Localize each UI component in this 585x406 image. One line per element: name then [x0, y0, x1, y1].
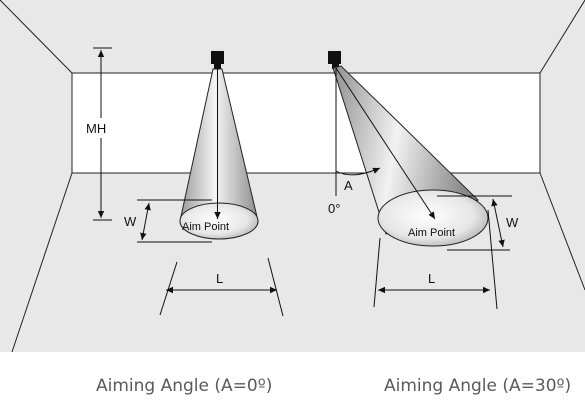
l-right-ext-2 — [487, 209, 498, 310]
angle-arc — [335, 167, 381, 176]
fixture-right — [328, 51, 341, 64]
caption-left: Aiming Angle (A=0º) — [96, 376, 273, 396]
mh-label-bg — [84, 118, 116, 138]
w-right-label: W — [506, 215, 519, 230]
w-right-dimension-line — [491, 198, 505, 248]
l-right-label: L — [428, 271, 435, 286]
floor-edge-left — [11, 172, 73, 353]
ceiling-edge-left — [0, 0, 73, 74]
mh-label: MH — [86, 121, 106, 136]
fixture-right-neck — [332, 63, 339, 69]
floor-edge-right — [539, 172, 585, 291]
back-wall — [71, 72, 541, 174]
ceiling-edge-right — [539, 0, 585, 74]
zero-degree-label: 0° — [328, 201, 340, 216]
l-right-ext-1 — [373, 237, 381, 308]
fixture-left-neck — [214, 64, 221, 69]
fixture-left — [211, 51, 224, 64]
aim-point-label-left: Aim Point — [182, 221, 229, 233]
aim-point-label-right: Aim Point — [408, 227, 455, 239]
w-left-dimension-line — [140, 202, 151, 241]
w-left-label: W — [124, 214, 137, 229]
beam-ellipse-left — [179, 202, 259, 240]
caption-right: Aiming Angle (A=30º) — [384, 376, 572, 396]
aim-line-right — [335, 67, 436, 220]
room-background — [0, 0, 585, 352]
angle-label: A — [344, 178, 353, 193]
l-left-label: L — [216, 271, 223, 286]
